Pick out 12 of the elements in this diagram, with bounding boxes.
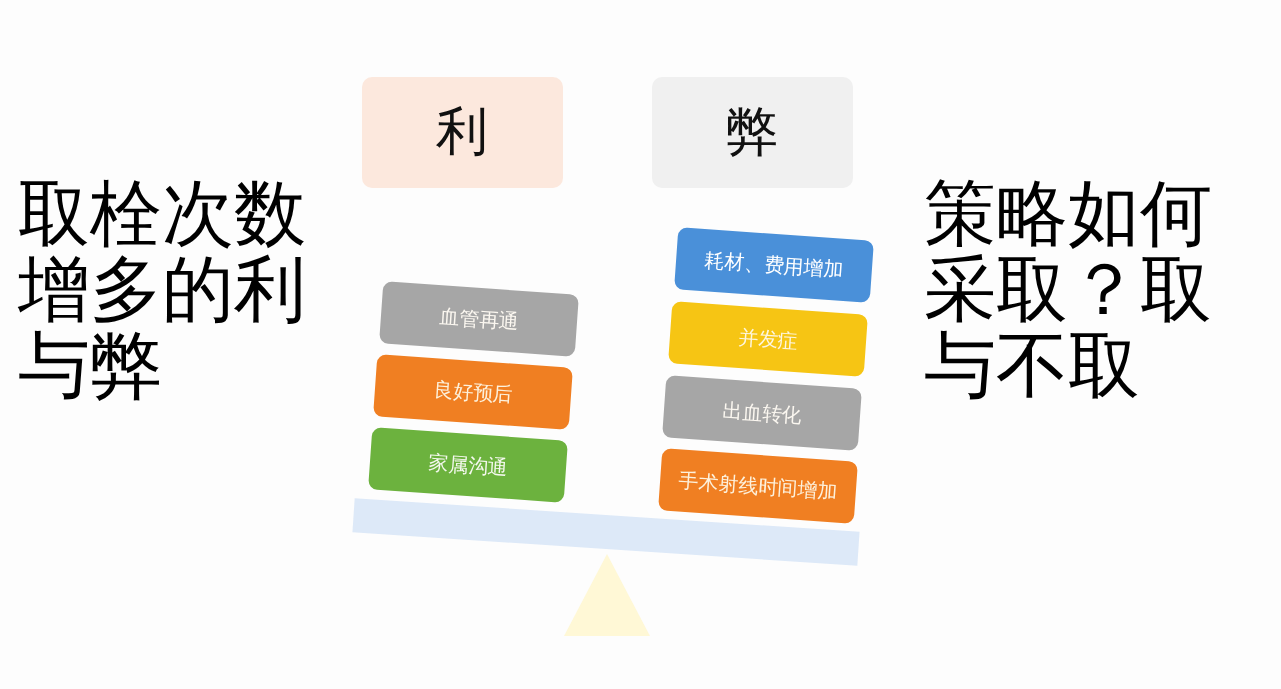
stacked-block: 良好预后 [373, 354, 573, 430]
header-card: 利 [361, 76, 563, 188]
heading-text: 取栓次数增多的利与弊 [18, 175, 307, 403]
header-card: 弊 [651, 76, 853, 188]
stacked-block: 家属沟通 [368, 427, 568, 503]
fulcrum-triangle [564, 554, 650, 636]
stacked-block: 血管再通 [379, 281, 579, 357]
stacked-block: 手术射线时间增加 [658, 448, 858, 524]
stacked-block: 并发症 [668, 301, 868, 377]
question-text: 策略如何采取？取与不取 [924, 175, 1213, 403]
stacked-block: 耗材、费用增加 [674, 227, 874, 303]
stacked-block: 出血转化 [662, 375, 862, 451]
